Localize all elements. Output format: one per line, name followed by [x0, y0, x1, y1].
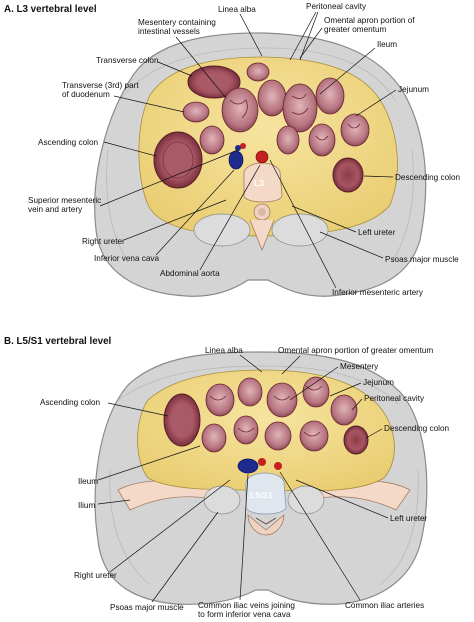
label-b-omental: Omental apron portion of greater omentum [278, 346, 433, 355]
label-b-ilium: Ilium [78, 501, 95, 510]
label-b-jejunum: Jejunum [363, 378, 394, 387]
label-a-descending-colon: Descending colon [395, 173, 461, 182]
duodenum-a [182, 101, 210, 123]
panel-a-title: A. L3 vertebral level [4, 4, 97, 15]
ivc-a [228, 150, 244, 170]
iliac-artery-right [258, 458, 266, 466]
label-b-ileum: Ileum [78, 477, 98, 486]
label-a-mesentery-1: Mesentery containing [138, 18, 216, 27]
panel-a: A. L3 vertebral level L3 [4, 2, 461, 297]
iliac-artery-left [274, 462, 282, 470]
psoas-b-right [203, 485, 241, 515]
label-b-iliac-veins-1: Common iliac veins joining [198, 601, 295, 610]
label-a-sma-2: vein and artery [28, 205, 83, 214]
label-b-left-ureter: Left ureter [390, 514, 428, 523]
label-a-left-ureter: Left ureter [358, 228, 396, 237]
small-bowel-loops-a [199, 62, 370, 157]
label-a-duodenum-2: of duodenum [62, 90, 110, 99]
label-a-ima: Inferior mesenteric artery [332, 288, 424, 297]
label-a-omental-2: greater omentum [324, 25, 387, 34]
iliac-veins [237, 458, 259, 474]
vertebral-body-l3 [243, 162, 283, 203]
vertebra-label-b: L5/S1 [250, 490, 273, 500]
label-a-sma-1: Superior mesenteric [28, 196, 101, 205]
aorta-a [255, 150, 269, 164]
label-a-right-ureter: Right ureter [82, 237, 125, 246]
label-b-psoas: Psoas major muscle [110, 603, 184, 612]
psoas-left [271, 213, 329, 247]
label-a-aorta: Abdominal aorta [160, 269, 220, 278]
label-b-linea-alba: Linea alba [205, 346, 243, 355]
vertebra-label-a: L3 [254, 178, 264, 188]
label-a-linea-alba: Linea alba [218, 5, 256, 14]
label-b-descending-colon: Descending colon [384, 424, 450, 433]
label-b-ascending-colon: Ascending colon [40, 398, 101, 407]
label-b-peritoneal-cavity: Peritoneal cavity [364, 394, 425, 403]
label-a-psoas: Psoas major muscle [385, 255, 459, 264]
label-a-ascending-colon: Ascending colon [38, 138, 99, 147]
sma-sv [240, 143, 246, 149]
label-a-ivc: Inferior vena cava [94, 254, 160, 263]
descending-colon-b [343, 425, 369, 455]
descending-colon-a [332, 157, 364, 193]
label-a-jejunum: Jejunum [398, 85, 429, 94]
label-b-mesentery: Mesentery [340, 362, 379, 371]
label-b-iliac-arteries: Common iliac arteries [345, 601, 424, 610]
label-a-transverse-colon: Transverse colon [96, 56, 159, 65]
label-b-iliac-veins-2: to form inferior vena cava [198, 610, 291, 619]
label-a-duodenum-1: Transverse (3rd) part [62, 81, 139, 90]
label-a-mesentery-2: intestinal vessels [138, 27, 200, 36]
psoas-b-left [287, 485, 325, 515]
label-a-ileum: Ileum [377, 40, 397, 49]
sacral-canal [247, 514, 285, 536]
label-a-peritoneal-cavity: Peritoneal cavity [306, 2, 367, 11]
psoas-right [193, 213, 251, 247]
panel-b-title: B. L5/S1 vertebral level [4, 336, 112, 347]
label-b-right-ureter: Right ureter [74, 571, 117, 580]
small-bowel-loops-b [201, 376, 358, 453]
panel-b: B. L5/S1 vertebral level L5/S1 [4, 336, 450, 619]
label-a-omental-1: Omental apron portion of [324, 16, 415, 25]
vertebral-body-l5s1 [245, 472, 287, 515]
